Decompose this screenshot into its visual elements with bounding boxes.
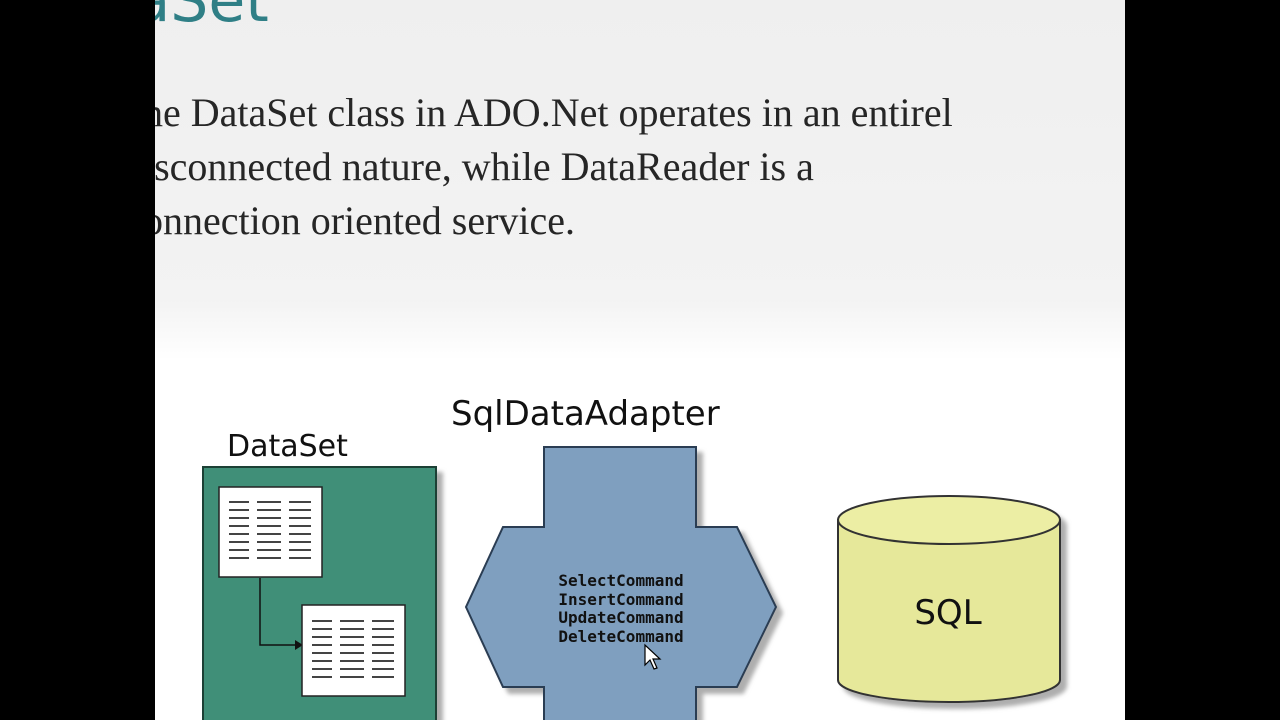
architecture-diagram: DataSet: [202, 394, 1061, 720]
adapter-shape: [464, 446, 778, 720]
body-line: isconnected nature, while DataReader is …: [155, 144, 814, 189]
table-icon: [218, 486, 323, 578]
mouse-cursor-icon: [644, 643, 662, 670]
command-label: UpdateCommand: [558, 608, 683, 627]
dataset-label: DataSet: [227, 429, 348, 464]
table-icon: [301, 604, 406, 697]
command-label: DeleteCommand: [558, 627, 683, 646]
database-cylinder-icon: [837, 495, 1061, 703]
arrow-icon: [259, 578, 303, 650]
database-label: SQL: [914, 593, 981, 633]
slide-body: he DataSet class in ADO.Net operates in …: [155, 86, 953, 248]
adapter-label: SqlDataAdapter: [451, 394, 720, 434]
command-label: InsertCommand: [558, 590, 683, 609]
body-line: he DataSet class in ADO.Net operates in …: [155, 90, 953, 135]
slide-title: taSet: [155, 0, 269, 36]
slide: taSet he DataSet class in ADO.Net operat…: [155, 0, 1125, 720]
command-label: SelectCommand: [558, 571, 683, 590]
body-line: onnection oriented service.: [155, 198, 576, 243]
